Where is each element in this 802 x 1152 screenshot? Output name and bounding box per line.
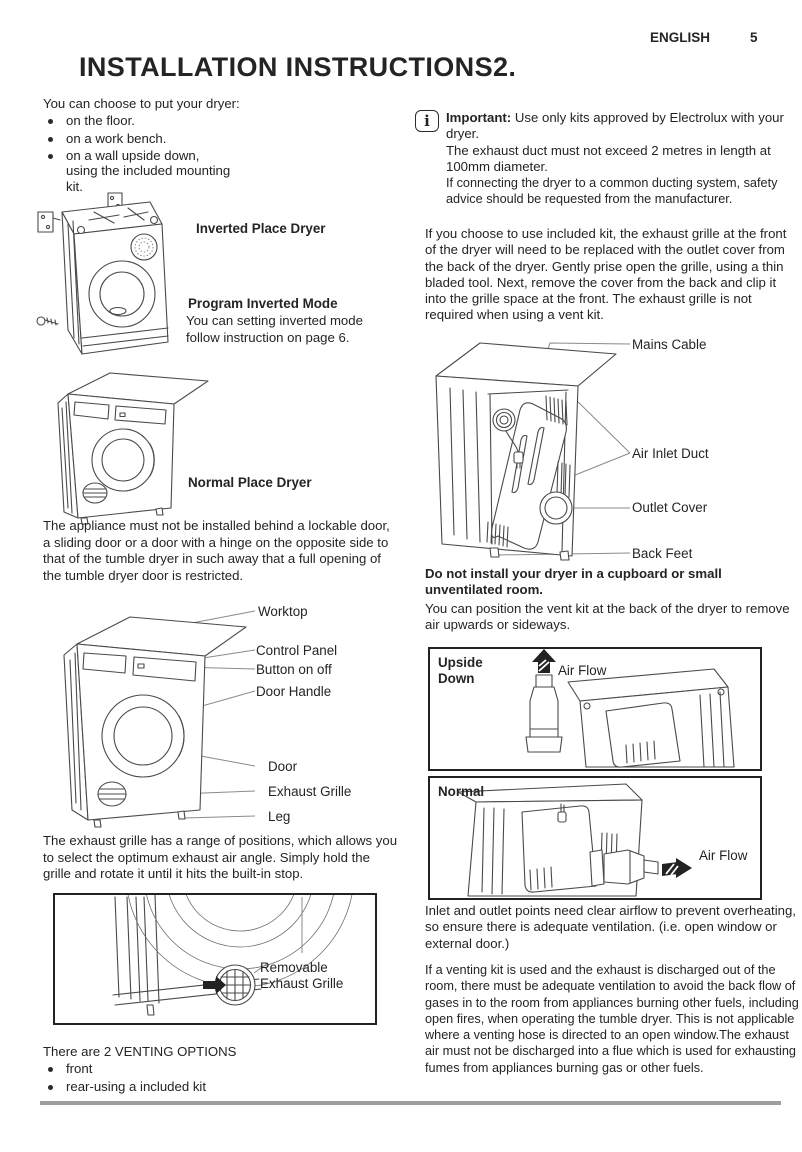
list-item: front bbox=[43, 1061, 343, 1078]
callout-exhaust-grille: Exhaust Grille bbox=[268, 784, 352, 799]
venting-kit-text: If a venting kit is used and the exhaust… bbox=[425, 963, 799, 1075]
placement-options-list: on the floor. on a work bench. on a wall… bbox=[43, 113, 373, 166]
callout-leg: Leg bbox=[268, 809, 291, 824]
inlet-outlet-text: Inlet and outlet points need clear airfl… bbox=[425, 903, 796, 951]
normal-dryer-diagram bbox=[57, 372, 209, 525]
air-flow-label: Air Flow bbox=[699, 848, 748, 863]
normal-place-label: Normal Place Dryer bbox=[188, 475, 312, 490]
list-item: on the floor. bbox=[43, 113, 373, 130]
important-note: Important: Use only kits approved by Ele… bbox=[446, 110, 802, 208]
removable-grille-figure: Removable Exhaust Grille bbox=[53, 893, 377, 1025]
list-item: rear-using a included kit bbox=[43, 1079, 343, 1096]
bullet-icon bbox=[48, 1067, 53, 1072]
air-flow-label: Air Flow bbox=[558, 663, 607, 678]
important-line3: If connecting the dryer to a common duct… bbox=[446, 176, 778, 207]
removable-grille-diagram bbox=[112, 895, 353, 1016]
bullet-icon bbox=[48, 119, 53, 124]
callout-back-feet: Back Feet bbox=[632, 546, 693, 561]
list-continuation-line: using the included mounting bbox=[66, 163, 231, 178]
upside-down-diagram bbox=[525, 649, 735, 768]
intro-text: You can choose to put your dryer: bbox=[43, 96, 240, 111]
important-label: Important: bbox=[446, 110, 512, 125]
important-text: Use only kits approved by Electrolux wit… bbox=[446, 110, 784, 142]
important-line2: The exhaust duct must not exceed 2 metre… bbox=[446, 142, 771, 174]
list-continuation-line: kit. bbox=[66, 179, 83, 194]
bullet-icon bbox=[48, 154, 53, 159]
vent-position-text: You can position the vent kit at the bac… bbox=[425, 601, 790, 633]
callout-worktop: Worktop bbox=[258, 604, 308, 619]
callout-mains-cable: Mains Cable bbox=[632, 337, 707, 352]
bullet-icon bbox=[48, 136, 53, 142]
dryer-back-diagram bbox=[435, 342, 631, 561]
upside-down-figure: Upside Down Air Flow bbox=[428, 647, 762, 771]
callout-control-panel: Control Panel bbox=[256, 643, 338, 658]
normal-label: Normal bbox=[438, 784, 485, 799]
normal-diagram bbox=[457, 783, 692, 897]
callout-outlet-cover: Outlet Cover bbox=[632, 500, 708, 515]
program-mode-label: Program Inverted Mode bbox=[188, 296, 338, 311]
included-kit-text: If you choose to use included kit, the e… bbox=[425, 226, 787, 323]
upside-down-label: Upside Down bbox=[438, 655, 483, 686]
page-title: INSTALLATION INSTRUCTIONS2. bbox=[79, 52, 517, 82]
callout-door-handle: Door Handle bbox=[256, 684, 332, 699]
venting-options-heading: There are 2 VENTING OPTIONS bbox=[43, 1044, 237, 1059]
appliance-restriction-text: The appliance must not be installed behi… bbox=[43, 518, 390, 583]
list-item: on a work bench. bbox=[43, 131, 373, 148]
normal-figure: Normal Air Flow bbox=[428, 776, 762, 900]
info-icon: i bbox=[415, 110, 439, 132]
dryer-parts-diagram bbox=[63, 610, 255, 828]
removable-grille-label: Removable Exhaust Grille bbox=[260, 960, 344, 991]
list-item-label: rear-using a included kit bbox=[66, 1078, 207, 1094]
list-item-label: on the floor. bbox=[66, 113, 135, 128]
list-item: on a wall upside down, bbox=[43, 148, 373, 165]
header-language: ENGLISH bbox=[650, 30, 711, 45]
list-item-label: on a work bench. bbox=[66, 130, 167, 146]
list-item-label: front bbox=[66, 1061, 93, 1076]
grille-rotation-text: The exhaust grille has a range of positi… bbox=[43, 833, 398, 881]
footer-rule bbox=[40, 1101, 781, 1105]
program-mode-text: You can setting inverted mode follow ins… bbox=[186, 313, 363, 345]
cupboard-warning-text: Do not install your dryer in a cupboard … bbox=[425, 566, 722, 598]
callout-air-inlet-duct: Air Inlet Duct bbox=[632, 446, 709, 461]
callout-button-on-off: Button on off bbox=[256, 662, 332, 677]
list-item-label: on a wall upside down, bbox=[66, 148, 200, 163]
venting-options-list: front rear-using a included kit bbox=[43, 1061, 343, 1096]
inverted-dryer-diagram bbox=[36, 192, 169, 355]
callout-door: Door bbox=[268, 759, 298, 774]
inverted-place-label: Inverted Place Dryer bbox=[196, 221, 326, 236]
header-page-number: 5 bbox=[750, 30, 758, 45]
bullet-icon bbox=[48, 1084, 53, 1090]
